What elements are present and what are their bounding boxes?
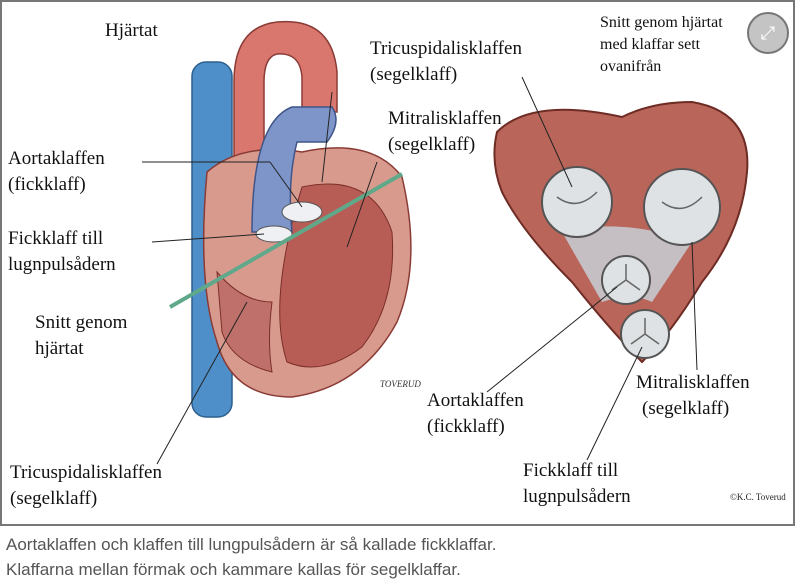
pulmonary-valve xyxy=(255,225,293,243)
heart-valves-figure: Hjärtat Tricuspidalisklaffen (segelklaff… xyxy=(0,0,795,526)
right-ventricle xyxy=(216,270,273,373)
right-title-1: Snitt genom hjärtat xyxy=(600,14,723,31)
label-mitral-right-type: (segelklaff) xyxy=(642,398,730,419)
label-mitral-left-type: (segelklaff) xyxy=(388,134,476,155)
label-tricuspid-top: Tricuspidalisklaffen xyxy=(370,38,522,59)
label-aortic-right: Aortaklaffen xyxy=(427,390,524,411)
expand-image-button[interactable]: ⤢ xyxy=(747,12,789,54)
caption-line-1: Aortaklaffen och klaffen till lungpulsåd… xyxy=(6,535,497,554)
label-pulmonary-left: Fickklaff till xyxy=(8,228,104,249)
label-aortic-right-type: (fickklaff) xyxy=(427,416,505,437)
label-tricuspid-top-type: (segelklaff) xyxy=(370,64,458,85)
label-aortic-left: Aortaklaffen xyxy=(8,148,105,169)
label-tricuspid-bottom-type: (segelklaff) xyxy=(10,488,98,509)
copyright: ©K.C. Toverud xyxy=(730,492,786,502)
artist-signature: TOVERUD xyxy=(380,379,421,389)
label-tricuspid-bottom: Tricuspidalisklaffen xyxy=(10,462,162,483)
right-title-2: med klaffar sett xyxy=(600,36,701,53)
expand-arrows-icon: ⤢ xyxy=(760,22,776,44)
right-title-3: ovanifrån xyxy=(600,58,662,75)
heart-illustration xyxy=(142,20,749,465)
label-mitral-right: Mitralisklaffen xyxy=(636,372,750,393)
leader-lines xyxy=(142,76,698,465)
section-line xyxy=(169,172,403,309)
mitral-valve xyxy=(643,168,721,246)
label-section-2: hjärtat xyxy=(35,338,84,359)
label-mitral-left: Mitralisklaffen xyxy=(388,108,502,129)
valve-leaflet-lines xyxy=(556,191,703,345)
pulmonary-artery xyxy=(251,106,337,233)
label-pulmonary-right: Fickklaff till xyxy=(523,460,619,481)
label-pulmonary-left-2: lugnpulsådern xyxy=(8,254,116,275)
tricuspid-valve xyxy=(541,166,613,238)
caption-line-2: Klaffarna mellan förmak och kammare kall… xyxy=(6,560,461,579)
aortic-valve xyxy=(281,201,323,223)
label-pulmonary-right-2: lugnpulsådern xyxy=(523,486,631,507)
label-aortic-left-type: (fickklaff) xyxy=(8,174,86,195)
label-section: Snitt genom xyxy=(35,312,128,333)
left-title: Hjärtat xyxy=(105,20,158,41)
